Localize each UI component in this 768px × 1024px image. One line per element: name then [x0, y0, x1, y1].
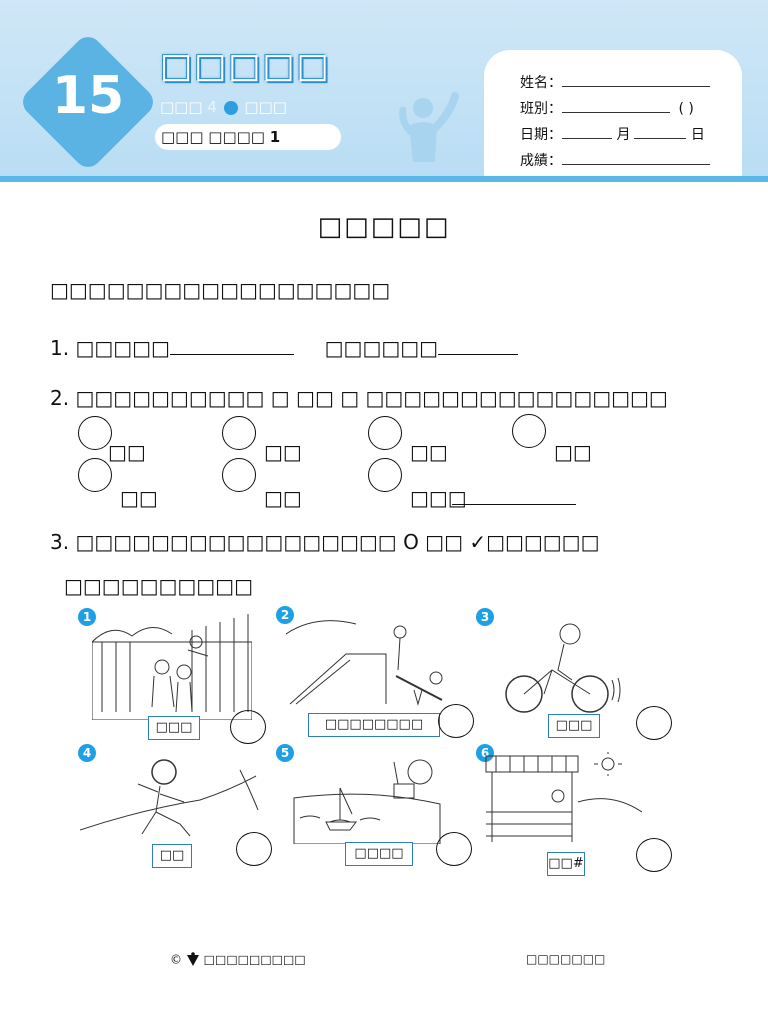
header-divider [0, 176, 768, 182]
picture-6-answer-circle[interactable] [636, 838, 672, 872]
unit-number: 4 [207, 98, 217, 116]
q2-option-6: □□ [264, 486, 302, 510]
q2-option-2-checkbox[interactable] [222, 416, 256, 450]
q3-number: 3. [50, 530, 70, 554]
unit-line: □□□ 4 □□□ [160, 98, 287, 116]
picture-4-answer-circle[interactable] [236, 832, 272, 866]
q1-blank-a[interactable] [169, 334, 294, 355]
picture-6-caption: □□# [547, 852, 585, 876]
unit-dot-icon [223, 100, 238, 115]
q3-circle-symbol: O [403, 530, 419, 554]
picture-3-answer-circle[interactable] [636, 706, 672, 740]
q2-text-b: □ [270, 386, 290, 410]
picture-3-illustration [505, 623, 621, 713]
class-label: 班別： [520, 101, 562, 117]
question-1: 1. □□□□□ □□□□□□ [50, 334, 519, 360]
q2-text-e: □□□□□□□□□□□□□□□□ [365, 386, 668, 410]
date-label: 日期： [520, 127, 562, 143]
picture-5-caption: □□□□ [345, 842, 413, 866]
footer-right: □□□□□□□ [526, 952, 606, 966]
q2-text-a: □□□□□□□□□□ [75, 386, 265, 410]
unit-left: □□□ [160, 98, 203, 116]
class-field[interactable] [562, 98, 670, 113]
q2-option-3: □□ [410, 440, 448, 464]
q2-option-6-checkbox[interactable] [222, 458, 256, 492]
class-row: 班別： ( ) [520, 98, 694, 118]
q3-text-b: □□ [425, 530, 463, 554]
q2-other-blank[interactable] [452, 484, 576, 505]
student-info-card: 姓名： 班別： ( ) 日期： 月 日 成績： [484, 50, 742, 190]
q2-option-1-checkbox[interactable] [78, 416, 112, 450]
name-label: 姓名： [520, 75, 562, 91]
picture-2-caption: □□□□□□□□ [308, 713, 440, 737]
q2-option-4: □□ [554, 440, 592, 464]
name-field[interactable] [562, 72, 710, 87]
q1-blank-b[interactable] [438, 334, 519, 355]
day-field[interactable] [634, 124, 687, 139]
stretching-figure-icon [399, 92, 459, 162]
q2-option-2: □□ [264, 440, 302, 464]
q2-text-c: □□ [296, 386, 334, 410]
picture-1-number: 1 [78, 608, 96, 626]
day-label: 日 [690, 127, 705, 143]
page-title: □□□□□ [317, 212, 451, 242]
q3-line-2: □□□□□□□□□□ [64, 574, 253, 598]
unit-right: □□□ [244, 98, 287, 116]
q3-check-symbol: ✓ [469, 530, 487, 554]
picture-3-number: 3 [476, 608, 494, 626]
score-field[interactable] [562, 150, 710, 165]
q1-number: 1. [50, 336, 70, 360]
copyright-symbol: © [170, 952, 182, 967]
q2-option-3-checkbox[interactable] [368, 416, 402, 450]
q1-part-a: □□□□□ [75, 336, 170, 360]
month-field[interactable] [562, 124, 612, 139]
picture-4-illustration [80, 759, 259, 837]
instruction-text: □□□□□□□□□□□□□□□□□□ [50, 278, 391, 302]
footer-publisher: © □□□□□□□□□ [170, 952, 306, 968]
q2-text-d: □ [340, 386, 360, 410]
q2-option-5: □□ [120, 486, 158, 510]
picture-5-number: 5 [276, 744, 294, 762]
lesson-number: 15 [51, 66, 125, 126]
worksheet-title: □□□□□ [160, 46, 331, 86]
question-3: 3. □□□□□□□□□□□□□□□□□ O □□ ✓□□□□□□ [50, 530, 599, 554]
picture-4-number: 4 [78, 744, 96, 762]
picture-2-number: 2 [276, 606, 294, 624]
picture-1-illustration [92, 614, 252, 720]
picture-4-caption: □□ [152, 844, 192, 868]
q3-text-c: □□□□□□ [486, 530, 600, 554]
q2-option-7-checkbox[interactable] [368, 458, 402, 492]
picture-1-answer-circle[interactable] [230, 710, 266, 744]
publisher-logo-icon [186, 952, 199, 966]
picture-6-illustration [485, 752, 642, 842]
picture-1-caption: □□□ [148, 716, 200, 740]
q2-number: 2. [50, 386, 70, 410]
worksheet-header: 15 □□□□□ □□□ 4 □□□ □□□ □□□□ 1 姓名： 班別： ( … [0, 0, 768, 190]
picture-3-caption: □□□ [548, 714, 600, 738]
picture-2-answer-circle[interactable] [438, 704, 474, 738]
name-row: 姓名： [520, 72, 710, 92]
class-number-paren: ( ) [678, 101, 694, 117]
publisher-name: □□□□□□□□□ [203, 952, 306, 967]
q2-option-7: □□□ [410, 486, 467, 510]
lesson-label: □□□ □□□□ 1 [155, 124, 341, 150]
question-2: 2. □□□□□□□□□□ □ □□ □ □□□□□□□□□□□□□□□□ [50, 386, 668, 410]
q2-option-5-checkbox[interactable] [78, 458, 112, 492]
date-row: 日期： 月 日 [520, 124, 705, 144]
picture-2-illustration [286, 620, 443, 706]
picture-6-number: 6 [476, 744, 494, 762]
score-row: 成績： [520, 150, 710, 170]
q2-option-1: □□ [108, 440, 146, 464]
picture-5-illustration [293, 759, 441, 844]
lesson-num: 1 [269, 128, 281, 146]
q2-option-4-checkbox[interactable] [512, 414, 546, 448]
month-label: 月 [616, 127, 631, 143]
score-label: 成績： [520, 153, 562, 169]
lesson-text: □□□ □□□□ [161, 128, 265, 146]
q3-text-a: □□□□□□□□□□□□□□□□□ [75, 530, 397, 554]
picture-5-answer-circle[interactable] [436, 832, 472, 866]
q1-part-b: □□□□□□ [324, 336, 439, 360]
